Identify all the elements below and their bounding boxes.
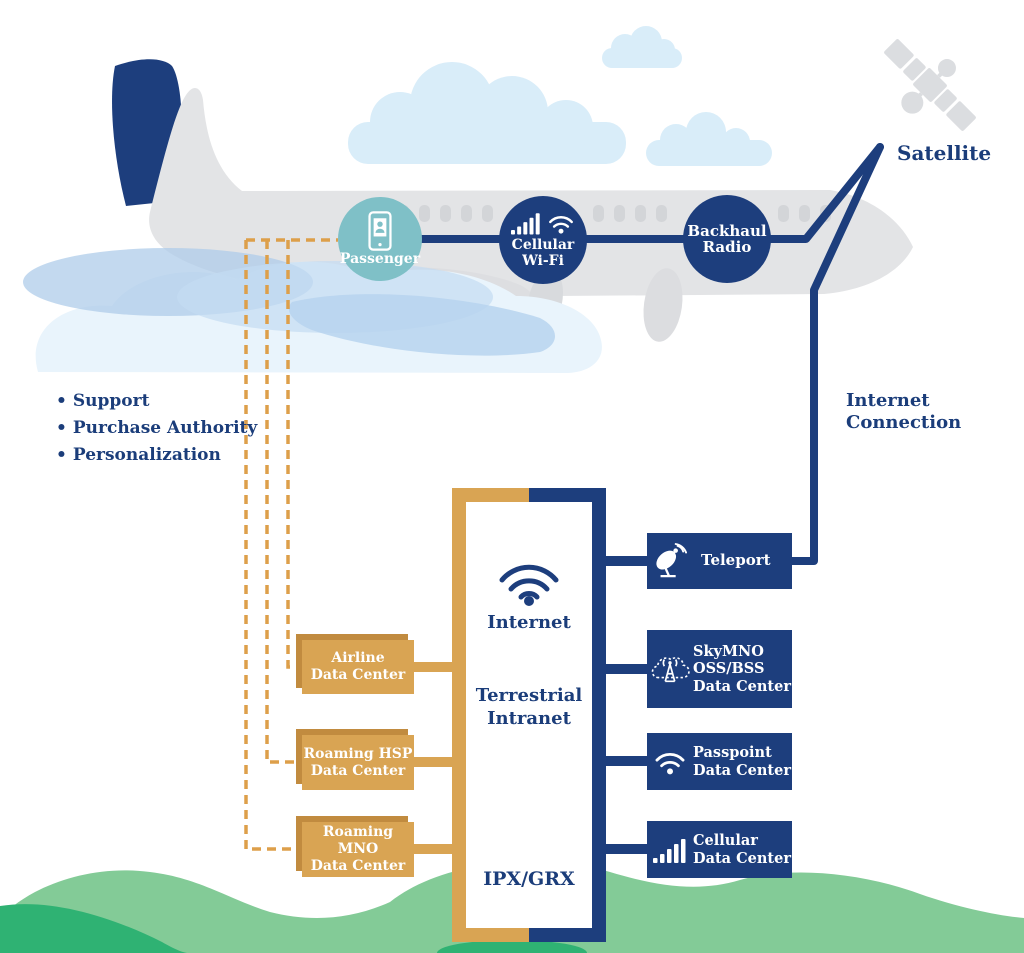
list-item: • Purchase Authority xyxy=(56,418,258,438)
list-item: • Personalization xyxy=(56,445,221,465)
internet-connection-label: Internet Connection xyxy=(846,390,962,433)
smartphone-user-icon xyxy=(368,211,392,251)
cloud-antenna-icon xyxy=(647,651,693,687)
wing-underside xyxy=(288,294,555,356)
wifi-icon xyxy=(499,564,559,606)
signal-bars-icon xyxy=(511,213,540,235)
plane-engine xyxy=(643,268,683,342)
bush-dark xyxy=(437,940,587,953)
node-label: Wi-Fi xyxy=(522,253,564,269)
box-label: Cellular Data Center xyxy=(693,832,791,867)
list-item: • Support xyxy=(56,391,150,411)
box-label: Teleport xyxy=(701,551,771,570)
roaming-dashed-lines xyxy=(244,238,338,851)
box-label: Data Center xyxy=(310,858,406,874)
cellular-data-center-box: Cellular Data Center xyxy=(647,821,792,878)
terrestrial-intranet-box: Internet Terrestrial Intranet IPX/GRX xyxy=(452,488,606,942)
ipx-grx-label: IPX/GRX xyxy=(483,868,575,890)
wifi-icon xyxy=(647,748,693,776)
satellite-label: Satellite xyxy=(897,141,992,165)
passenger-benefits-list: • Support • Purchase Authority • Persona… xyxy=(56,388,257,469)
box-label: Data Center xyxy=(310,667,406,683)
box-label: Roaming MNO xyxy=(322,824,394,857)
terrestrial-intranet-inner: Internet Terrestrial Intranet IPX/GRX xyxy=(466,502,592,928)
box-label: SkyMNO OSS/BSS Data Center xyxy=(693,642,791,695)
terrestrial-intranet-label: Terrestrial Intranet xyxy=(475,685,583,729)
skymno-box: SkyMNO OSS/BSS Data Center xyxy=(647,630,792,708)
box-label: Passpoint Data Center xyxy=(693,744,791,779)
box-label: Airline xyxy=(331,650,385,666)
node-passenger: Passenger xyxy=(338,197,422,281)
roaming-mno-data-center-box: Roaming MNO Data Center xyxy=(302,822,414,877)
internet-label: Internet xyxy=(487,612,571,633)
signal-bars-icon xyxy=(647,837,693,863)
cloud xyxy=(602,26,682,68)
node-label: Backhaul xyxy=(687,222,767,240)
node-label: Radio xyxy=(702,238,752,256)
roaming-hsp-data-center-box: Roaming HSP Data Center xyxy=(302,735,414,790)
satellite-dish-icon xyxy=(647,543,693,579)
satellite-icon xyxy=(884,39,976,131)
box-label: Roaming HSP xyxy=(303,745,413,762)
box-label: Data Center xyxy=(310,762,406,779)
satellite-link-lines xyxy=(767,143,884,565)
teleport-box: Teleport xyxy=(647,533,792,589)
node-cellular-wifi: Cellular Wi-Fi xyxy=(499,196,587,284)
node-label: Passenger xyxy=(339,251,421,267)
wifi-icon xyxy=(549,216,573,234)
node-label: Cellular xyxy=(511,237,575,253)
bush-dark xyxy=(0,904,188,953)
node-backhaul-radio: Backhaul Radio xyxy=(683,195,771,283)
passpoint-box: Passpoint Data Center xyxy=(647,733,792,790)
cloud xyxy=(646,112,772,166)
cloud xyxy=(348,62,626,164)
airline-data-center-box: Airline Data Center xyxy=(302,640,414,694)
